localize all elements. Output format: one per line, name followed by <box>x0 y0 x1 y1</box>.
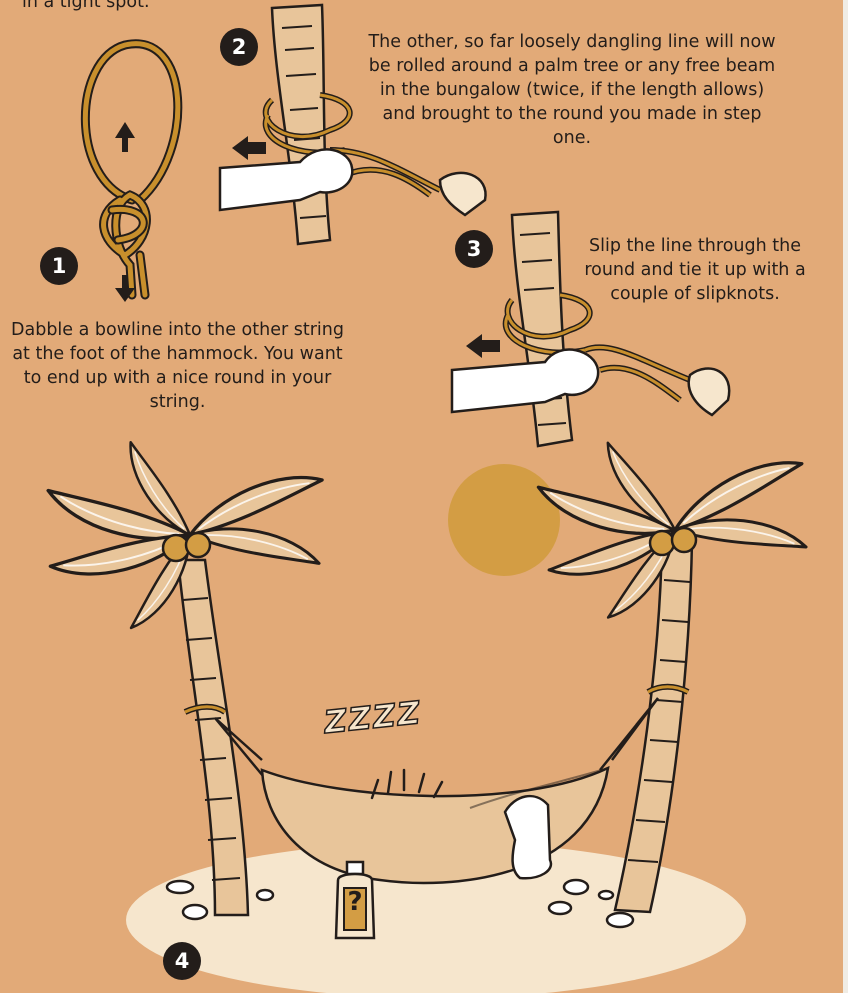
right-palm-tree <box>533 439 809 912</box>
arrow-left-icon <box>466 334 500 358</box>
sun <box>448 464 560 576</box>
bowline-knot-drawing <box>85 44 177 295</box>
intro-text-tail: in a tight spot. <box>0 0 242 14</box>
step4-badge: 4 <box>163 942 201 980</box>
left-palm-tree <box>42 439 325 915</box>
arrow-left-icon <box>232 136 266 160</box>
step2-badge: 2 <box>220 28 258 66</box>
step3-badge: 3 <box>455 230 493 268</box>
arrow-up-icon <box>115 122 135 152</box>
step2-text: The other, so far loosely dangling line … <box>362 30 782 150</box>
step1-text: Dabble a bowline into the other string a… <box>10 318 345 414</box>
bottle-label: ? <box>346 887 364 917</box>
step3-text: Slip the line through the round and tie … <box>570 234 820 306</box>
step1-badge: 1 <box>40 247 78 285</box>
